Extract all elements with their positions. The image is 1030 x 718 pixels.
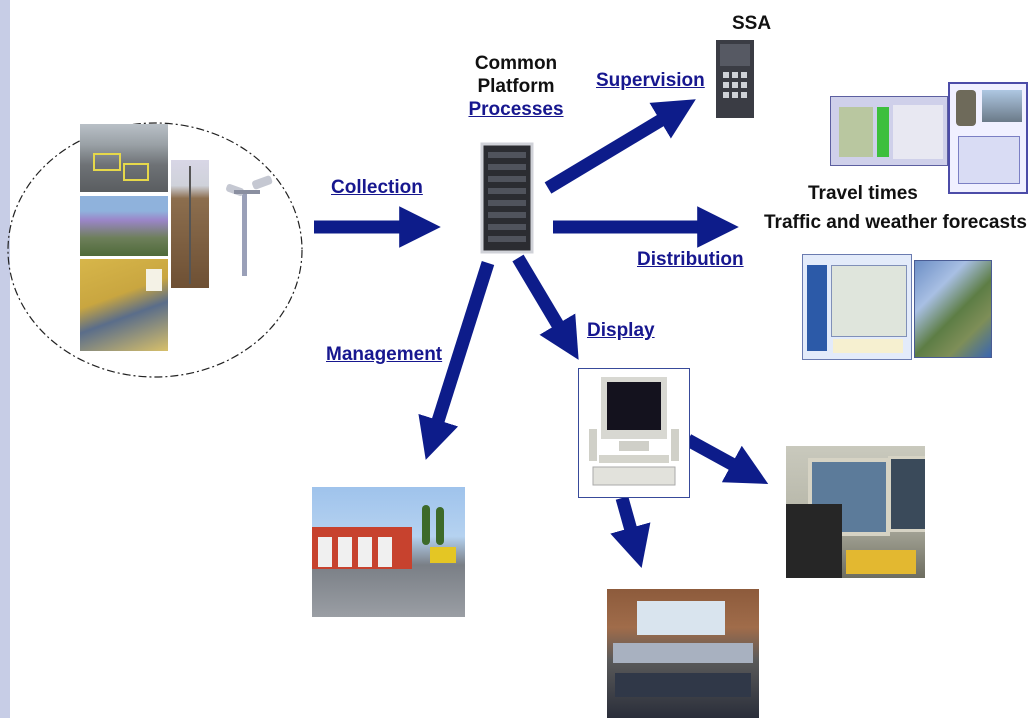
display-arrow <box>512 254 579 360</box>
weather-forecast-map <box>914 260 992 358</box>
management-arrow <box>418 261 495 460</box>
field-pole-photo <box>171 160 209 288</box>
common-platform-server-icon <box>478 140 536 256</box>
platform-title-line2: Platform <box>477 76 555 97</box>
forecasts-label: Traffic and weather forecasts <box>764 212 1027 233</box>
left-sidebar-strip <box>0 0 10 718</box>
maintenance-depot-photo <box>312 487 465 617</box>
supervision-arrow <box>544 99 696 194</box>
camera-mast-icon <box>212 172 282 276</box>
management-link[interactable]: Management <box>326 344 443 365</box>
road-sensor-photo <box>80 124 168 192</box>
display-workstation-icon <box>578 368 690 498</box>
platform-title-line1: Common <box>474 53 558 74</box>
traffic-info-screen <box>948 82 1028 194</box>
platform-title: Common Platform Processes <box>468 52 564 121</box>
display-link[interactable]: Display <box>587 320 655 341</box>
bridge-photo <box>80 196 168 256</box>
travel-times-label: Travel times <box>808 183 918 204</box>
display-to-control-room-arrow <box>610 496 651 569</box>
display-to-operator-arrow <box>684 434 769 485</box>
traffic-forecast-map <box>802 254 912 360</box>
processes-link[interactable]: Processes <box>468 99 564 120</box>
control-room-photo <box>607 589 759 718</box>
travel-times-screen <box>830 96 948 166</box>
ssa-server-icon <box>712 38 758 120</box>
collection-link[interactable]: Collection <box>331 177 423 198</box>
operator-photo <box>786 446 925 578</box>
distribution-link[interactable]: Distribution <box>637 249 744 270</box>
supervision-link[interactable]: Supervision <box>596 70 705 91</box>
sensor-group-circle <box>7 122 303 378</box>
ssa-label: SSA <box>732 13 772 34</box>
toll-booth-photo <box>80 259 168 351</box>
